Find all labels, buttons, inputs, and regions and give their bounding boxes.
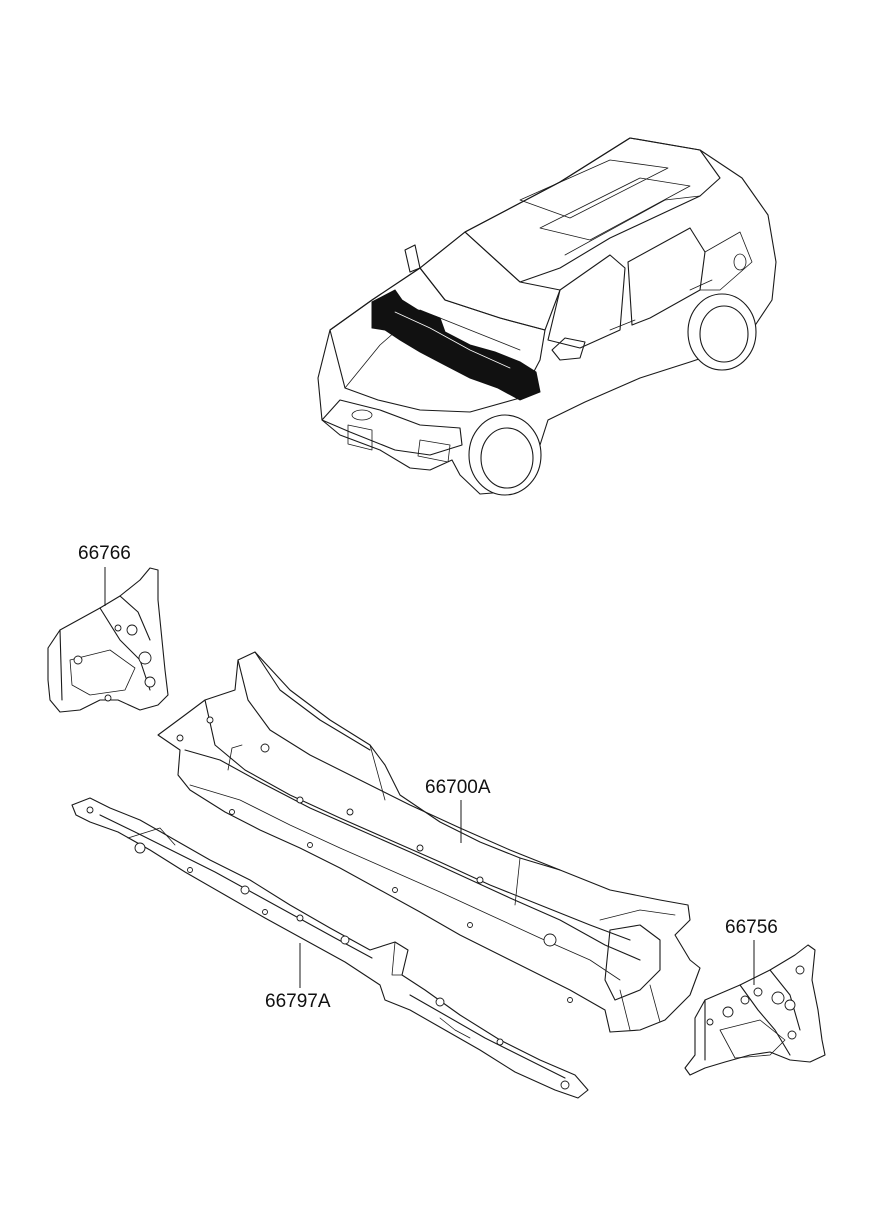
part-66756-drawing bbox=[684, 944, 826, 1076]
part-label-66756: 66756 bbox=[725, 917, 778, 938]
part-label-66766: 66766 bbox=[78, 543, 131, 564]
part-label-66700A: 66700A bbox=[425, 777, 491, 798]
vehicle-illustration bbox=[317, 137, 777, 496]
part-66700A-drawing bbox=[157, 651, 701, 1033]
part-66797A-drawing bbox=[71, 797, 589, 1099]
part-66766-drawing bbox=[47, 567, 169, 713]
part-label-66797A: 66797A bbox=[265, 991, 331, 1012]
